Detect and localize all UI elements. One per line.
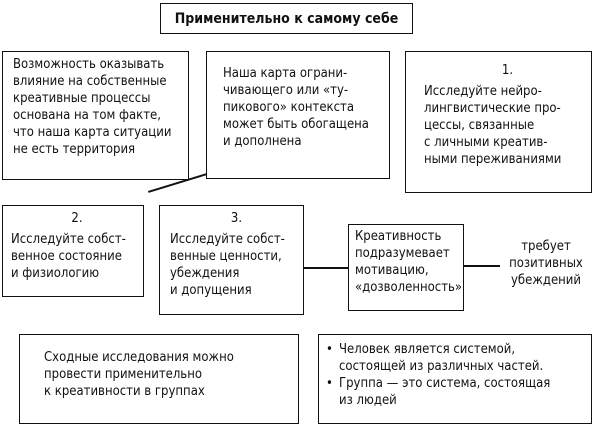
possibility-line: основана на том факте, xyxy=(13,108,161,123)
box1-line: ными переживаниями xyxy=(424,152,562,167)
possibility-line: не есть территория xyxy=(13,142,136,157)
requires-line: позитивных xyxy=(509,256,583,271)
map-box: Наша карта ограни- чивающего или «ту- пи… xyxy=(206,51,390,179)
step-number: 1. xyxy=(501,63,514,78)
box2-line: и физиологию xyxy=(11,266,100,281)
connector-creativity-to-requires xyxy=(464,265,500,267)
box1-line: с личными креатив- xyxy=(424,135,548,150)
map-line: и дополнена xyxy=(223,134,302,149)
map-line: может быть обогащена xyxy=(223,117,369,132)
groups-line: Сходные исследования можно xyxy=(44,350,234,365)
explore-values-box: 3. Исследуйте собст- венные ценности, уб… xyxy=(159,205,304,315)
box2-line: венное состояние xyxy=(11,249,122,264)
groups-line: к креативности в группах xyxy=(44,384,205,399)
possibility-line: креативные процессы xyxy=(13,91,151,106)
explore-state-box: 2. Исследуйте собст- венное состояние и … xyxy=(2,205,144,297)
system-bullet-list: Человек является системой, состоящей из … xyxy=(325,341,591,409)
system-item-line: Группа — это система, состоящая xyxy=(339,376,551,391)
connector-box3-to-creativity xyxy=(304,267,348,269)
box1-line: лингвистические про- xyxy=(424,101,561,116)
possibility-line: влияние на собственные xyxy=(13,74,167,89)
title-box: Применительно к самому себе xyxy=(160,3,413,34)
system-bullet-item: Группа — это система, состоящая из людей xyxy=(325,375,591,409)
system-box: Человек является системой, состоящей из … xyxy=(318,334,592,424)
box2-line: Исследуйте собст- xyxy=(11,232,126,247)
system-item-line: Человек является системой, xyxy=(339,342,516,357)
requires-line: убеждений xyxy=(511,273,581,288)
system-item-line: из людей xyxy=(339,393,397,408)
groups-box: Сходные исследования можно провести прим… xyxy=(19,334,299,424)
creativity-line: подразумевает xyxy=(355,246,450,261)
creativity-line: «дозволенность» xyxy=(355,280,463,295)
possibility-box: Возможность оказывать влияние на собстве… xyxy=(2,51,189,180)
creativity-line: Креативность xyxy=(355,229,442,244)
requires-line: требует xyxy=(521,239,571,254)
system-item-line: состоящей из различных частей. xyxy=(339,359,544,374)
box3-line: и допущения xyxy=(170,283,252,298)
box1-line: Исследуйте нейро- xyxy=(424,84,542,99)
box3-line: убеждения xyxy=(170,266,240,281)
creativity-line: мотивацию, xyxy=(355,263,429,278)
step-number: 3. xyxy=(230,211,243,226)
step-number: 2. xyxy=(71,211,83,226)
map-line: пикового» контекста xyxy=(223,100,355,115)
groups-line: провести применительно xyxy=(44,367,202,382)
possibility-line: Возможность оказывать xyxy=(13,57,165,72)
box1-line: цессы, связанные xyxy=(424,118,535,133)
requires-positive-beliefs-label: требует позитивных убеждений xyxy=(500,238,592,289)
box3-line: венные ценности, xyxy=(170,249,282,264)
map-line: Наша карта ограни- xyxy=(223,66,348,81)
box3-line: Исследуйте собст- xyxy=(170,232,285,247)
system-bullet-item: Человек является системой, состоящей из … xyxy=(325,341,591,375)
explore-processes-box: 1. Исследуйте нейро- лингвистические про… xyxy=(405,51,592,193)
creativity-box: Креативность подразумевает мотивацию, «д… xyxy=(348,224,464,311)
map-line: чивающего или «ту- xyxy=(223,83,349,98)
possibility-line: что наша карта ситуации xyxy=(13,125,172,140)
diagram-title: Применительно к самому себе xyxy=(174,11,399,27)
